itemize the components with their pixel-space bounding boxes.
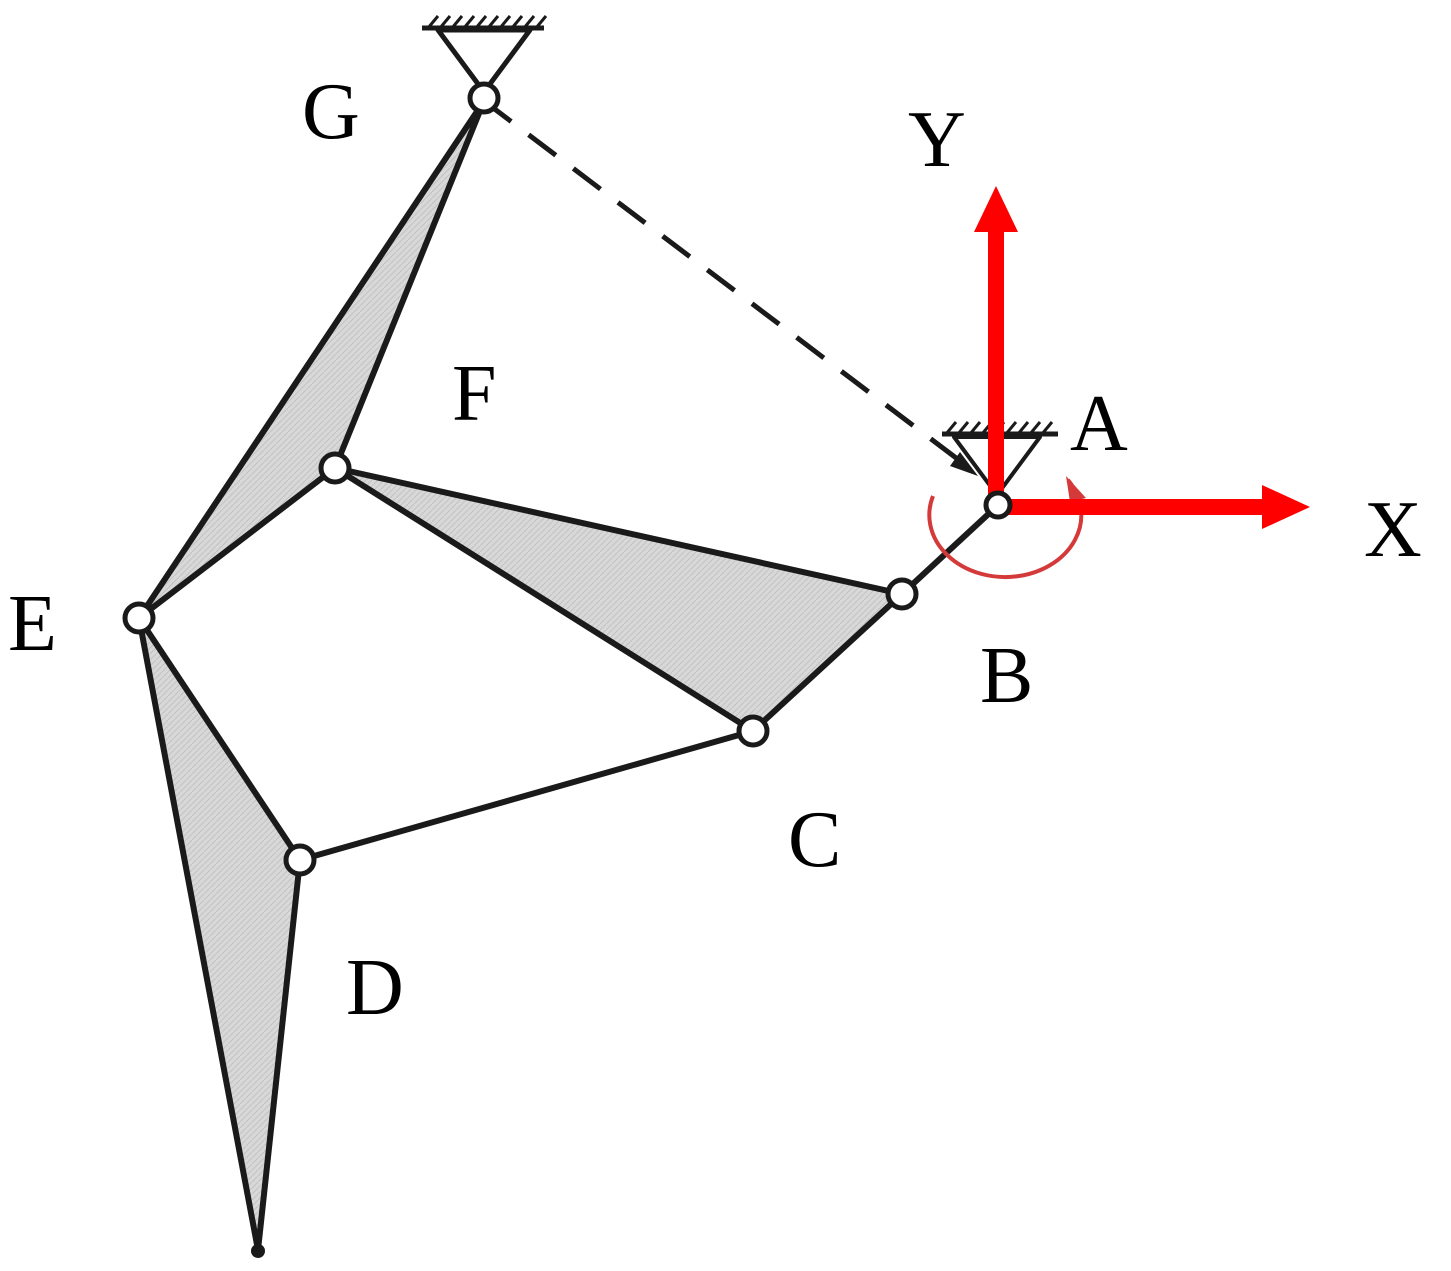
label-e: E xyxy=(8,580,57,668)
label-y-axis: Y xyxy=(908,96,966,184)
pin-joint-icon xyxy=(283,843,317,877)
pin-joint-icon xyxy=(983,490,1013,520)
link-dc xyxy=(299,728,754,863)
foot-point xyxy=(251,1244,265,1258)
coordinate-axes xyxy=(974,186,1310,529)
y-axis-arrowhead xyxy=(974,186,1018,232)
label-a: A xyxy=(1070,380,1128,468)
pin-joint-icon xyxy=(467,81,501,115)
ground-line-arrowhead xyxy=(950,452,978,476)
label-b: B xyxy=(980,632,1033,720)
pin-joint-icon xyxy=(885,577,919,611)
rotation-arrow-icon xyxy=(927,476,1086,580)
pin-joint-icon xyxy=(318,451,352,485)
pin-joint-icon xyxy=(736,714,770,748)
link-gef-plate xyxy=(136,98,487,621)
ground-line-ga xyxy=(482,99,974,472)
label-f: F xyxy=(452,350,497,438)
ground-support-icon xyxy=(422,15,548,95)
x-axis-arrowhead xyxy=(1262,485,1310,529)
link-edleg-plate xyxy=(136,615,303,1253)
pin-joint-icon xyxy=(122,601,156,635)
label-x-axis: X xyxy=(1364,486,1422,574)
label-g: G xyxy=(302,68,360,156)
link-fbc-plate xyxy=(332,465,905,734)
label-d: D xyxy=(346,944,404,1032)
link-ab-crank xyxy=(899,504,999,597)
joints xyxy=(122,81,1013,1258)
label-c: C xyxy=(788,796,841,884)
